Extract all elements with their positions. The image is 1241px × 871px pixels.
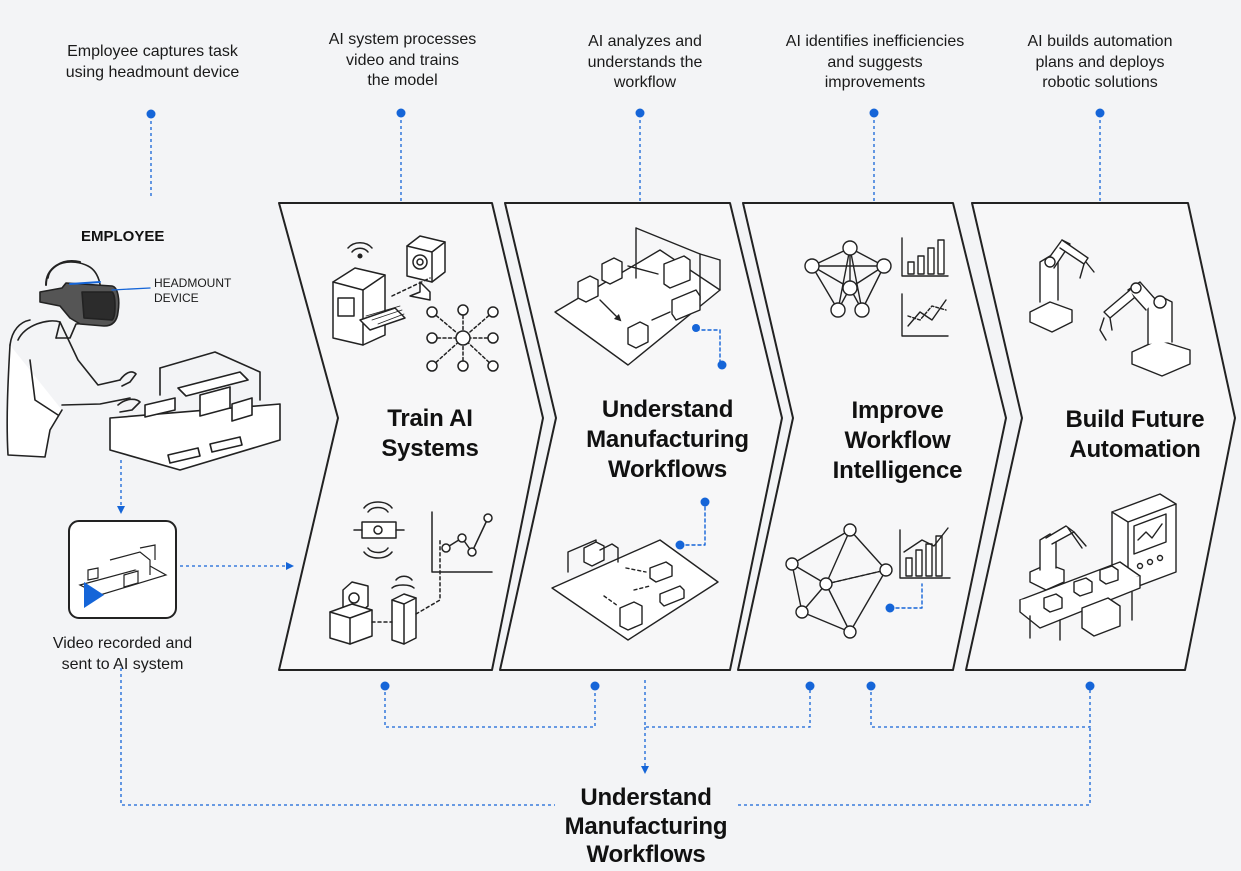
network-graph-icon [426, 304, 499, 372]
top-connectors [150, 114, 1101, 201]
build-icons [1019, 239, 1191, 641]
caption-ai-processes: AI system processes video and trains the… [328, 31, 477, 89]
bottom-title: Understand Manufacturing Workflows [564, 784, 728, 868]
top-connector-dots [146, 108, 1105, 119]
robot-arm-icon [1029, 525, 1087, 591]
caption-ai-builds: AI builds automation plans and deploys r… [1027, 33, 1173, 91]
understand-icons [551, 227, 727, 641]
robot-arm-icon [1099, 281, 1191, 377]
neural-network-icon [804, 240, 892, 318]
caption-video-recorded: Video recorded and sent to AI system [52, 635, 193, 673]
employee-label: EMPLOYEE [81, 228, 165, 245]
camera-icon [406, 235, 446, 301]
stage-title-train-ai: Train AI Systems [381, 405, 479, 462]
line-chart-icon [431, 511, 493, 573]
bottom-connector-dots [380, 681, 1095, 691]
video-thumbnail [68, 520, 177, 619]
stage-title-understand: Understand Manufacturing Workflows [586, 396, 749, 483]
train-ai-icons [329, 235, 499, 645]
camera-icon [329, 581, 373, 645]
conveyor-icon [1019, 561, 1141, 641]
headmount-label: HEADMOUNT DEVICE [154, 276, 232, 305]
robot-arm-icon [1029, 239, 1095, 333]
bottom-connectors [117, 460, 1091, 806]
wifi-signal-icon [347, 242, 373, 259]
network-graph-icon [785, 523, 893, 639]
improve-icons [785, 237, 951, 639]
wifi-signal-icon [363, 501, 393, 559]
server-icon [391, 575, 417, 645]
caption-ai-analyzes: AI analyzes and understands the workflow [587, 33, 703, 91]
line-chart-icon [901, 293, 949, 337]
bar-chart-icon [899, 527, 951, 579]
stage-title-improve: Improve Workflow Intelligence [832, 397, 963, 484]
stage-title-build: Build Future Automation [1065, 406, 1205, 463]
video-play-icon [84, 582, 104, 608]
caption-ai-identifies: AI identifies inefficiencies and suggest… [785, 33, 965, 91]
control-panel-icon [1111, 493, 1177, 591]
caption-employee-capture: Employee captures task using headmount d… [65, 43, 240, 81]
employee-illustration [6, 260, 281, 471]
bar-chart-icon [901, 237, 949, 277]
